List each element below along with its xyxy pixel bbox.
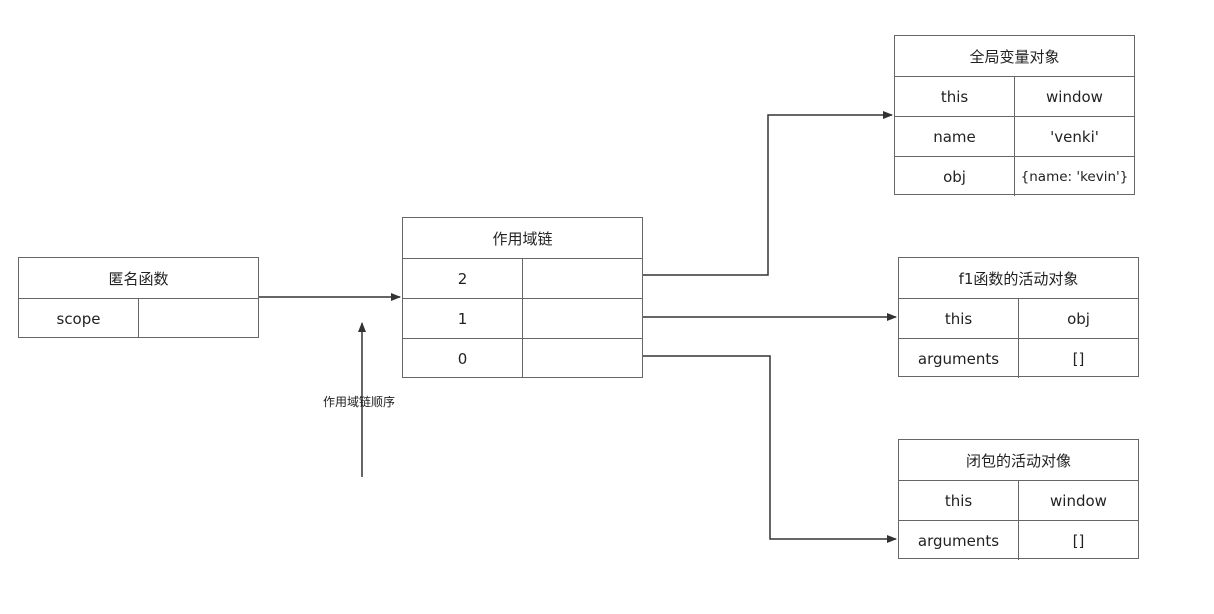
table-row: 1 [403,298,642,338]
arrow-chain0-to-closure [643,355,897,543]
scope-key: scope [56,309,101,328]
closure-arguments-key: arguments [917,531,1000,550]
chain-index-2: 2 [457,269,468,288]
chain-index-0: 0 [457,349,468,368]
f1-this-value: obj [1018,299,1138,338]
chain-ref-1 [522,299,642,338]
table-row: this window [895,76,1134,116]
global-object-title: 全局变量对象 [969,47,1060,66]
f1-arguments-value: [] [1018,339,1138,378]
anonymous-function-table: 匿名函数 scope [18,257,259,338]
table-row: name 'venki' [895,116,1134,156]
table-row: arguments [] [899,338,1138,378]
f1-object-title: f1函数的活动对象 [958,269,1079,288]
f1-activation-object-table: f1函数的活动对象 this obj arguments [] [898,257,1139,378]
table-row: 2 [403,258,642,298]
scope-chain-title: 作用域链 [492,229,553,248]
table-row: 0 [403,338,642,378]
global-name-key: name [933,127,976,146]
chain-index-1: 1 [457,309,468,328]
scope-value [138,299,258,338]
global-variable-object-table: 全局变量对象 this window name 'venki' obj {nam… [894,35,1135,196]
f1-arguments-key: arguments [917,349,1000,368]
closure-arguments-value: [] [1018,521,1138,560]
global-name-value: 'venki' [1014,117,1134,156]
anonymous-function-title: 匿名函数 [108,269,169,288]
table-row: obj {name: 'kevin'} [895,156,1134,196]
f1-this-key: this [944,309,973,328]
table-row: this obj [899,298,1138,338]
chain-ref-2 [522,259,642,298]
table-row: scope [19,298,258,338]
chain-ref-0 [522,339,642,378]
arrow-chain2-to-global [643,111,893,276]
global-this-key: this [940,87,969,106]
closure-activation-object-table: 闭包的活动对像 this window arguments [] [898,439,1139,560]
closure-this-value: window [1018,481,1138,520]
global-this-value: window [1014,77,1134,116]
closure-object-title: 闭包的活动对像 [965,451,1071,470]
scope-order-label: 作用域链顺序 [323,395,396,409]
scope-chain-table: 作用域链 2 1 0 [402,217,643,378]
table-row: arguments [] [899,520,1138,560]
global-obj-value: {name: 'kevin'} [1014,157,1134,196]
global-obj-key: obj [943,167,966,186]
table-row: this window [899,480,1138,520]
closure-this-key: this [944,491,973,510]
